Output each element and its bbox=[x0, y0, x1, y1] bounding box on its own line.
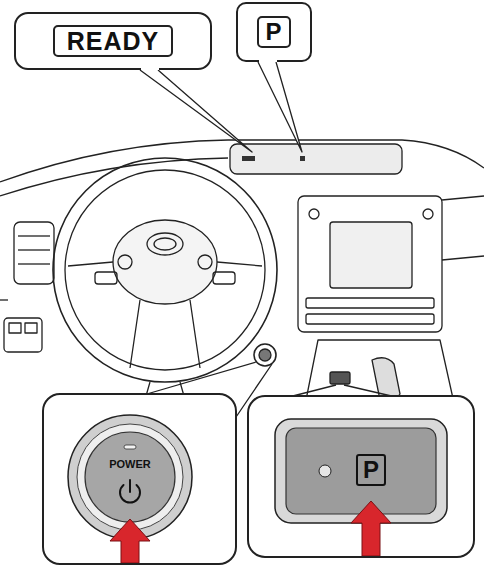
switch-indicator bbox=[319, 465, 331, 477]
callout-box: P bbox=[247, 395, 475, 558]
callout-balloon: READY bbox=[14, 12, 212, 70]
indicator-label: P bbox=[257, 16, 290, 48]
power-symbol-bar bbox=[129, 480, 131, 492]
red-arrow bbox=[110, 519, 150, 563]
button-label: POWER bbox=[109, 458, 151, 471]
callout-balloon: P bbox=[236, 2, 312, 62]
balloon-tail-gap bbox=[141, 68, 159, 70]
balloon-tail-gap bbox=[259, 60, 277, 62]
indicator-label: READY bbox=[53, 25, 174, 57]
switch-bezel bbox=[275, 419, 447, 523]
p-switch-illustration bbox=[249, 397, 473, 556]
button-ring bbox=[77, 424, 183, 530]
switch-face bbox=[286, 428, 436, 514]
button-face bbox=[85, 432, 175, 522]
switch-label: P bbox=[356, 454, 386, 486]
button-led bbox=[124, 445, 136, 449]
red-arrow bbox=[351, 501, 391, 556]
callout-box: POWER bbox=[42, 393, 237, 565]
power-button-illustration bbox=[44, 395, 235, 563]
